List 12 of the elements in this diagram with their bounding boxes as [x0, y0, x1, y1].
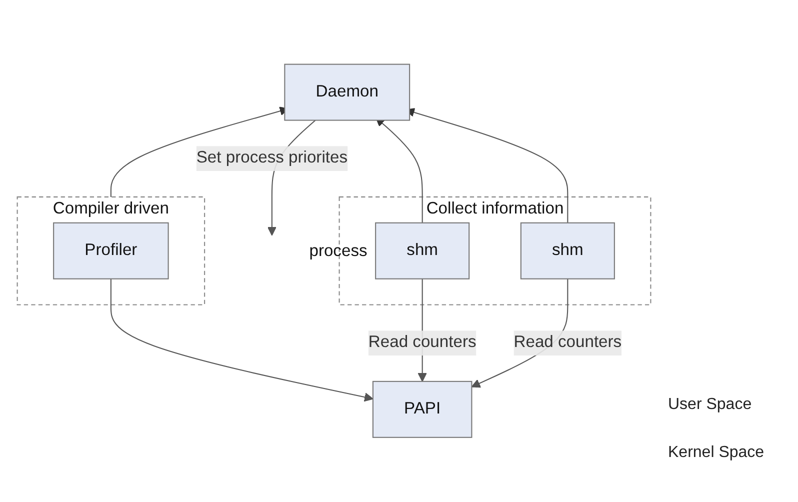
edge-label: Read counters	[368, 330, 476, 356]
process-box: PAPI	[372, 381, 472, 438]
edge-label: Set process priorites	[196, 146, 348, 172]
edge-label: Read counters	[514, 330, 622, 356]
node-caption: process	[309, 241, 368, 260]
arrow	[110, 278, 374, 402]
region-label: Kernel Space	[668, 444, 766, 462]
process-box: Profiler	[53, 222, 169, 280]
process-box: Daemon	[284, 64, 410, 121]
process-box: shm	[520, 222, 615, 280]
process-box: shm	[375, 222, 470, 280]
region-label: User Space	[668, 396, 753, 414]
